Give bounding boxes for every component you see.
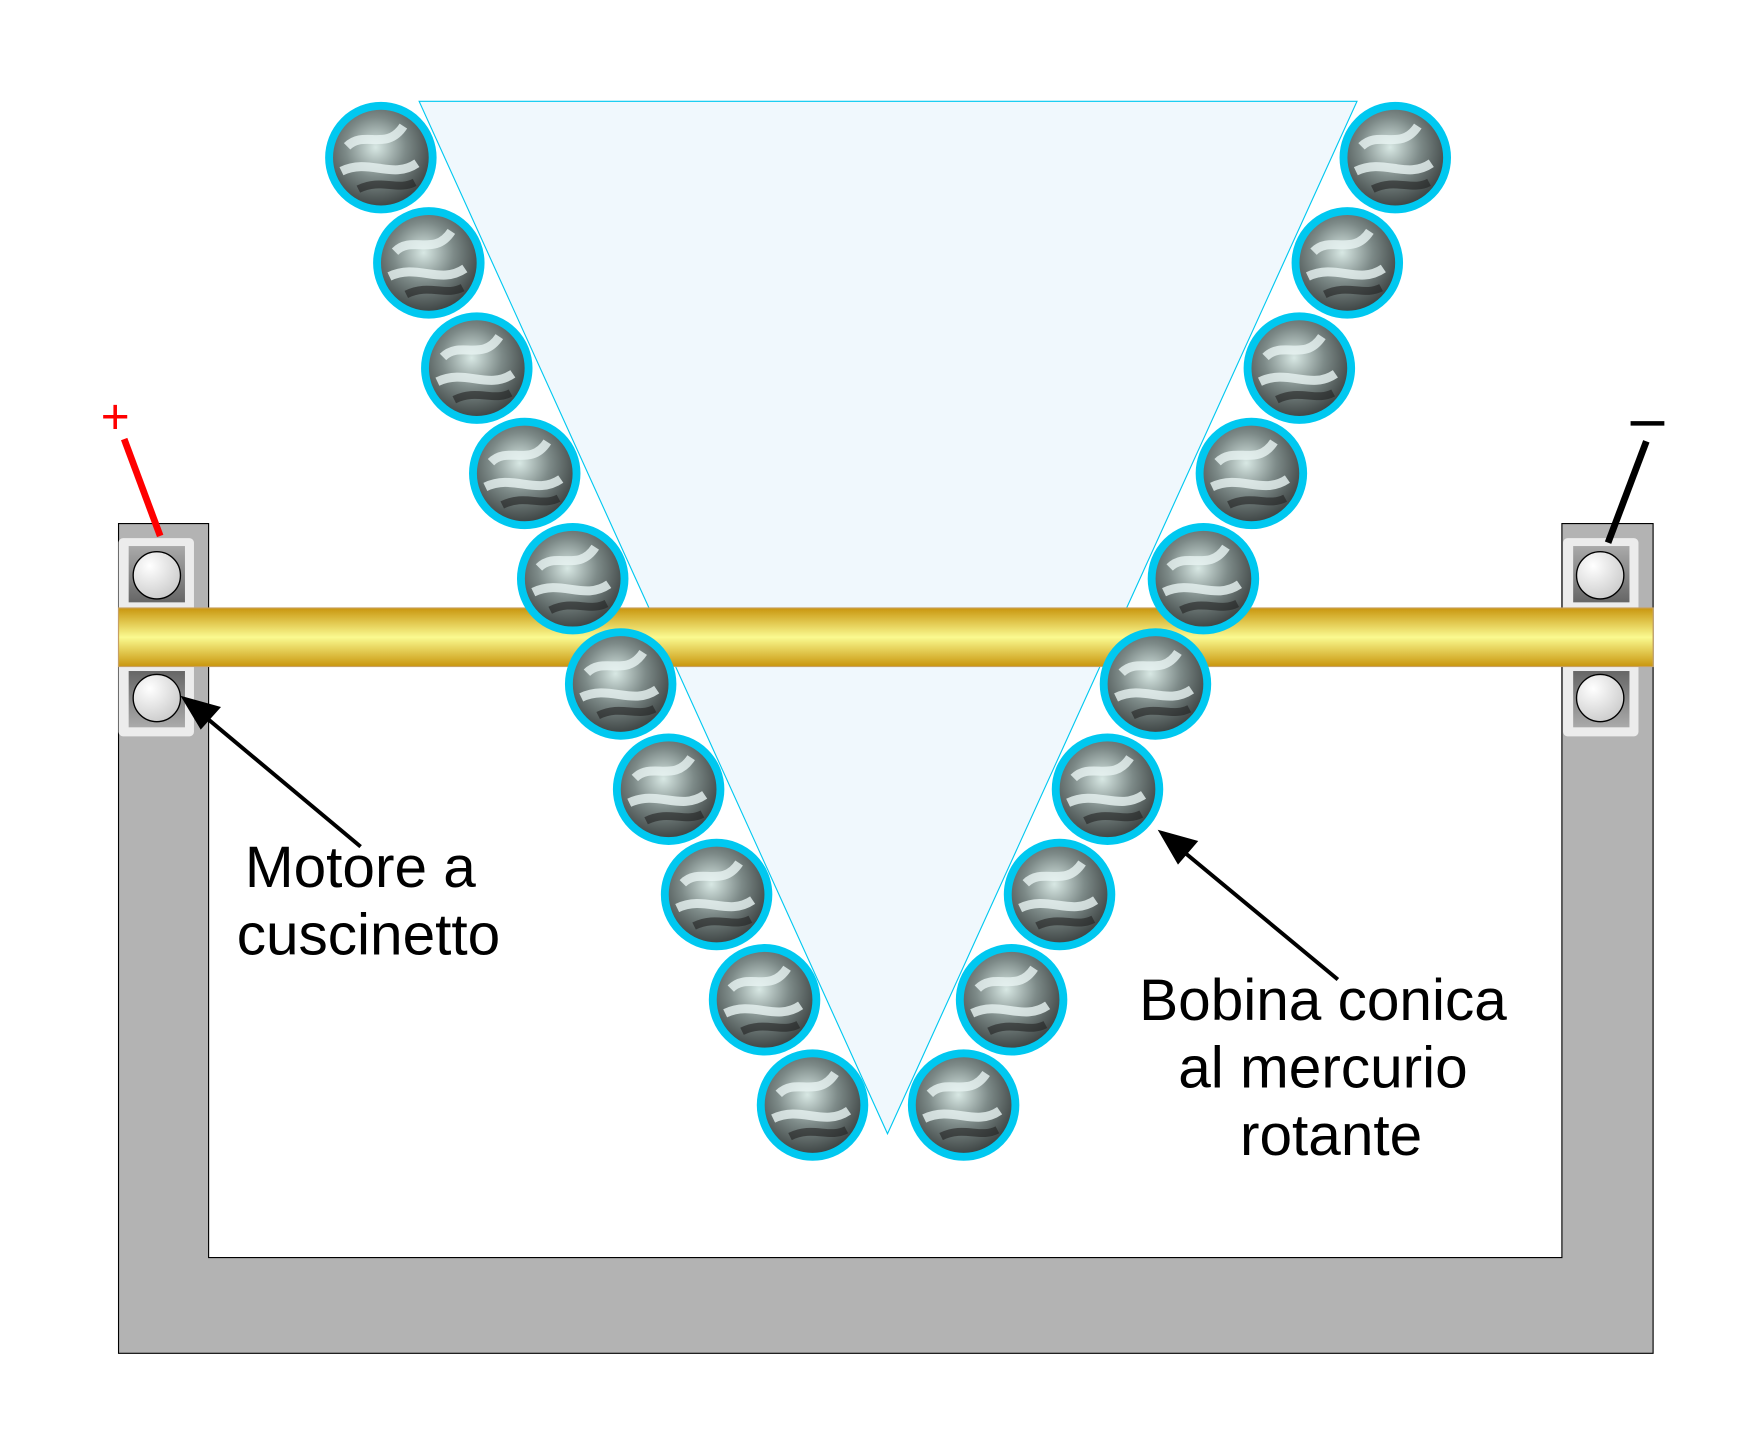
label-line: al mercurio bbox=[1178, 1036, 1467, 1101]
coil-turn-left bbox=[377, 211, 481, 315]
coil-label: Bobina conica al mercurio rotante bbox=[1139, 968, 1523, 1168]
positive-wire bbox=[120, 437, 164, 538]
coil-turn-left bbox=[617, 737, 721, 841]
label-line: rotante bbox=[1240, 1103, 1422, 1168]
coil-turn-left bbox=[761, 1053, 865, 1157]
coil-turn-right bbox=[1343, 106, 1447, 210]
label-line: Motore a bbox=[245, 835, 476, 900]
bearing-motor-label: Motore a cuscinetto bbox=[237, 835, 501, 968]
coil-turn-right bbox=[1200, 422, 1304, 526]
bearing-ball bbox=[1575, 673, 1625, 723]
coil-turn-right bbox=[1056, 737, 1160, 841]
bearing-ball bbox=[132, 551, 182, 600]
shaft-rod bbox=[117, 607, 1654, 668]
coil-turn-left bbox=[569, 632, 673, 736]
coil-turn-right bbox=[1248, 316, 1352, 420]
bearing-ball bbox=[132, 673, 182, 723]
coil-turn-right bbox=[1152, 527, 1256, 631]
label-line: Bobina conica bbox=[1139, 968, 1507, 1033]
coil-turn-left bbox=[473, 422, 577, 526]
coil-turn-left bbox=[329, 106, 433, 210]
bearing-ball bbox=[1575, 551, 1625, 600]
coil-turn-right bbox=[1296, 211, 1400, 315]
coil-turn-left bbox=[713, 948, 817, 1052]
plus-sign: + bbox=[101, 389, 130, 444]
coil-turn-left bbox=[425, 316, 529, 420]
left-bearing bbox=[118, 538, 194, 737]
arrow-to-coil bbox=[1157, 829, 1340, 982]
coil-turn-left bbox=[665, 843, 769, 947]
coil-turn-right bbox=[1008, 843, 1112, 947]
frame bbox=[117, 522, 1654, 1354]
coil-turn-left bbox=[521, 527, 625, 631]
coil-turn-right bbox=[960, 948, 1064, 1052]
arrow-to-bearing bbox=[180, 695, 362, 849]
coil-turn-right bbox=[912, 1053, 1016, 1157]
negative-wire bbox=[1604, 440, 1650, 544]
label-line: cuscinetto bbox=[237, 903, 501, 968]
coil-turn-right bbox=[1104, 632, 1208, 736]
